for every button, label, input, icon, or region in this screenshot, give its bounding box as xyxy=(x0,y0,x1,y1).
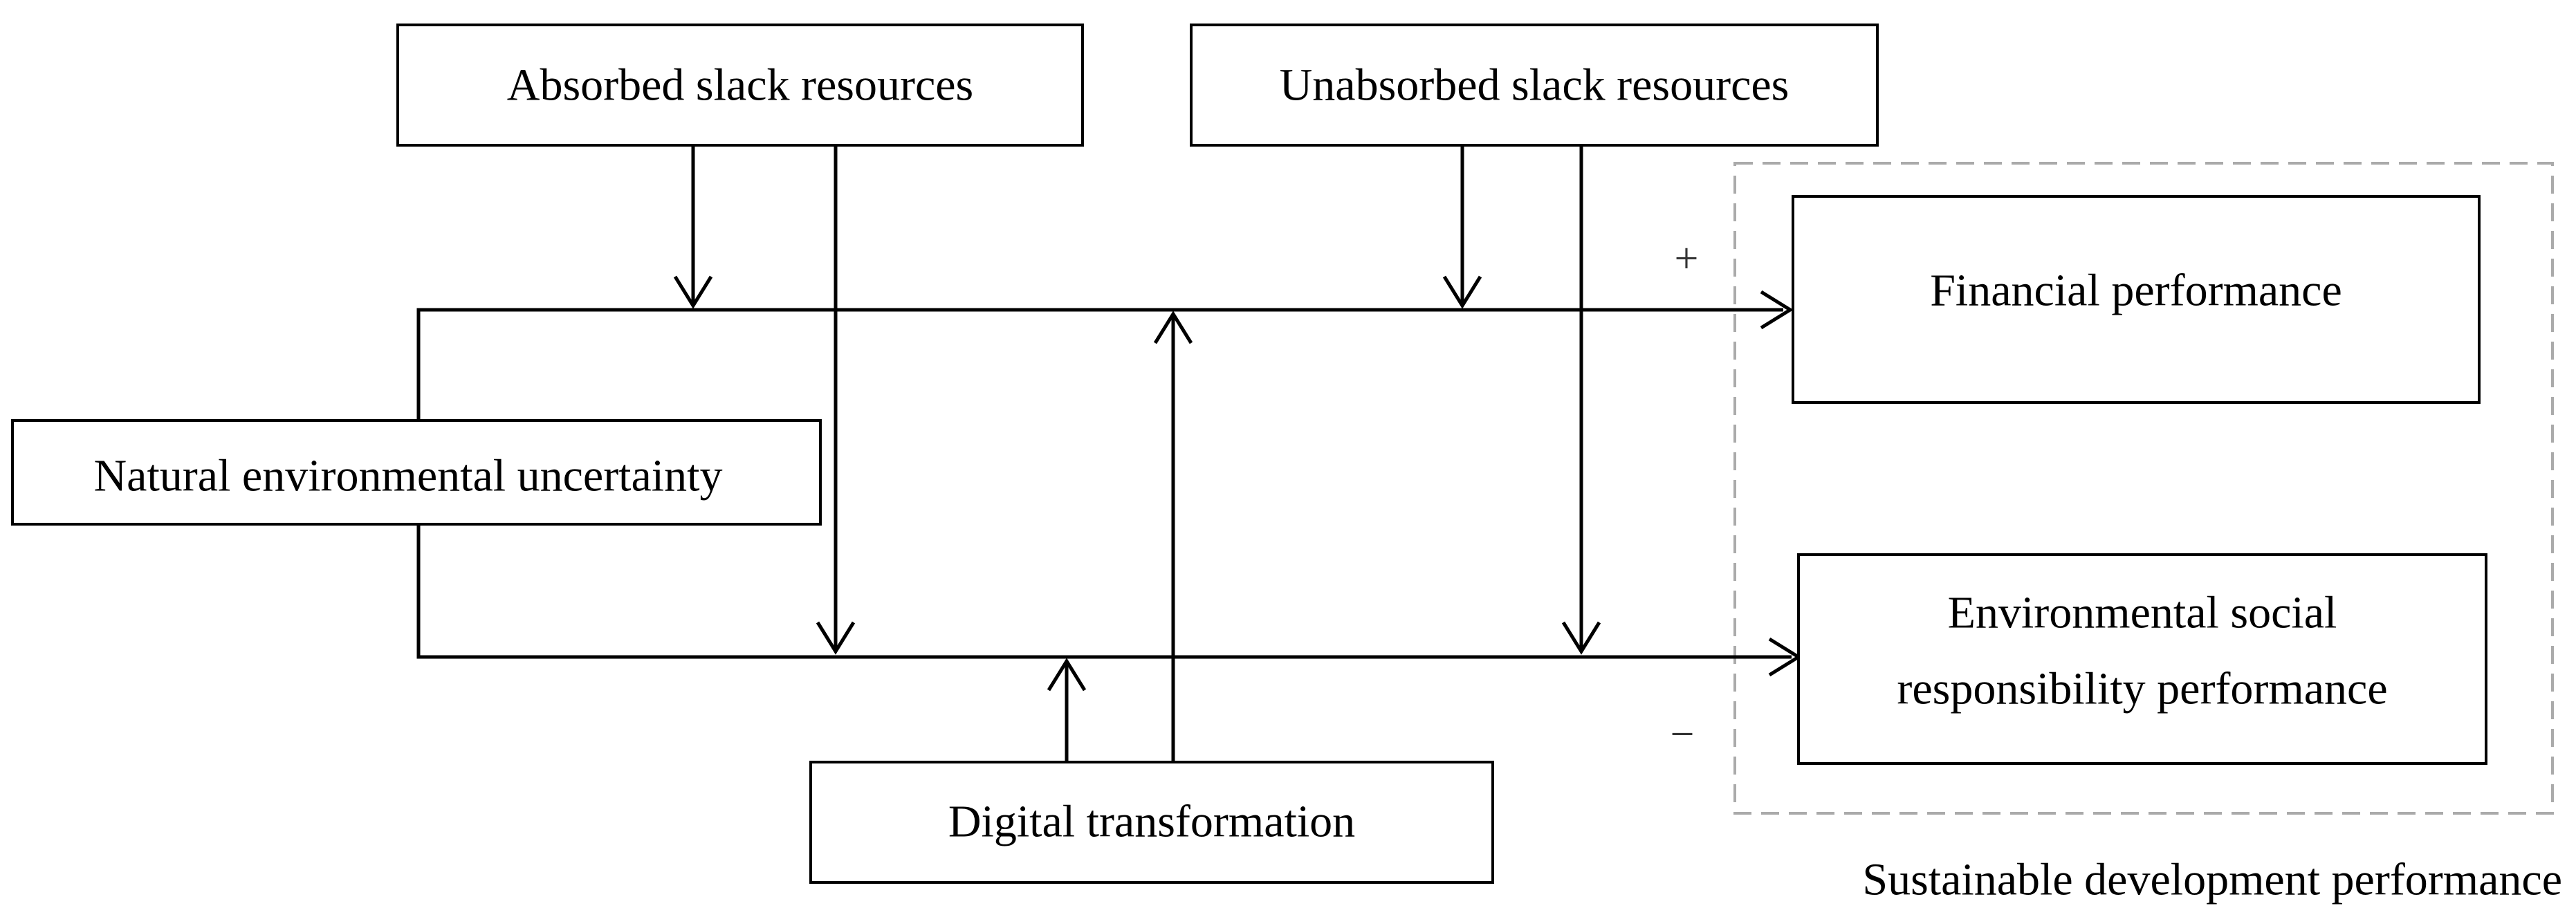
sign-negative: − xyxy=(1671,711,1695,758)
node-esr-label-line1: Environmental social xyxy=(1948,588,2337,638)
sign-positive: + xyxy=(1675,235,1699,282)
node-unabsorbed-box xyxy=(1190,24,1879,147)
node-neu-label: Natural environmental uncertainty xyxy=(94,451,723,501)
node-absorbed-label: Absorbed slack resources xyxy=(507,60,973,111)
arrowhead-digital-esr xyxy=(1047,658,1087,692)
node-neu-box xyxy=(11,419,822,526)
arrowhead-absorbed-esr xyxy=(816,621,856,655)
edge-neu-to-financial xyxy=(416,308,1783,420)
node-esr-label-line2: responsibility performance xyxy=(1897,664,2387,714)
node-digital-label: Digital transformation xyxy=(948,797,1355,847)
node-esr-box xyxy=(1797,553,2487,765)
arrowhead-absorbed-financial xyxy=(673,275,713,309)
arrowhead-digital-financial xyxy=(1153,311,1193,344)
arrowhead-unabsorbed-esr xyxy=(1561,621,1601,655)
sustainable-development-group-label: Sustainable development performance xyxy=(1862,855,2562,905)
sustainable-development-group-frame xyxy=(1733,162,2554,815)
node-financial-box xyxy=(1792,195,2481,404)
edge-neu-to-esr xyxy=(416,524,1792,659)
node-absorbed-box xyxy=(396,24,1084,147)
arrowhead-financial xyxy=(1760,290,1794,330)
node-digital-box xyxy=(809,761,1494,884)
node-unabsorbed-label: Unabsorbed slack resources xyxy=(1280,60,1790,111)
node-financial-label: Financial performance xyxy=(1930,266,2342,316)
arrowhead-unabsorbed-financial xyxy=(1442,275,1482,309)
